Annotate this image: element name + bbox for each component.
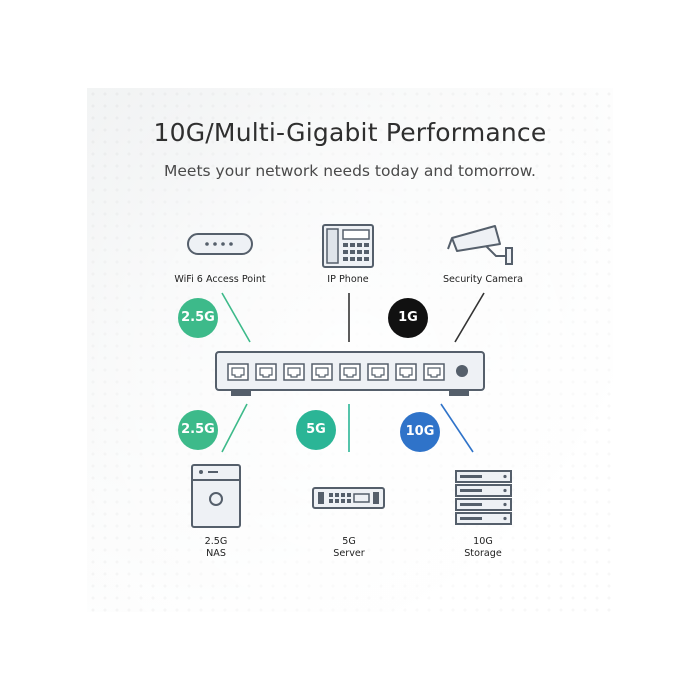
access-point-icon <box>187 233 253 255</box>
link-wifi <box>221 292 251 343</box>
storage-icon <box>455 470 512 525</box>
label-storage-name: Storage <box>464 548 502 559</box>
server-icon <box>312 487 385 509</box>
badge-wifi-speed: 2.5G <box>178 298 218 338</box>
label-ip-phone: IP Phone <box>327 274 369 285</box>
label-nas-name: NAS <box>206 548 226 559</box>
badge-camera-speed: 1G <box>388 298 428 338</box>
page-title: 10G/Multi-Gigabit Performance <box>153 118 547 147</box>
label-nas-speed: 2.5G <box>204 536 228 547</box>
background-panel <box>87 88 613 612</box>
power-led <box>456 365 468 377</box>
page-subtitle: Meets your network needs today and tomor… <box>164 162 536 180</box>
switch-icon <box>215 351 485 396</box>
label-nas: 2.5G NAS <box>146 536 286 560</box>
link-nas <box>221 403 248 453</box>
label-storage: 10G Storage <box>413 536 553 560</box>
ip-phone-icon <box>322 224 374 268</box>
label-server-name: Server <box>333 548 365 559</box>
label-server-speed: 5G <box>342 536 356 547</box>
link-camera <box>454 292 485 343</box>
link-storage <box>440 403 474 453</box>
nas-icon <box>191 464 241 528</box>
badge-storage-speed: 10G <box>400 412 440 452</box>
label-server: 5G Server <box>279 536 419 560</box>
badge-nas-speed: 2.5G <box>178 410 218 450</box>
label-security-camera: Security Camera <box>442 274 524 285</box>
label-storage-speed: 10G <box>473 536 493 547</box>
badge-server-speed: 5G <box>296 410 336 450</box>
security-camera-icon <box>447 225 513 265</box>
label-wifi-access-point: WiFi 6 Access Point <box>174 274 266 285</box>
background-fade <box>87 88 613 612</box>
